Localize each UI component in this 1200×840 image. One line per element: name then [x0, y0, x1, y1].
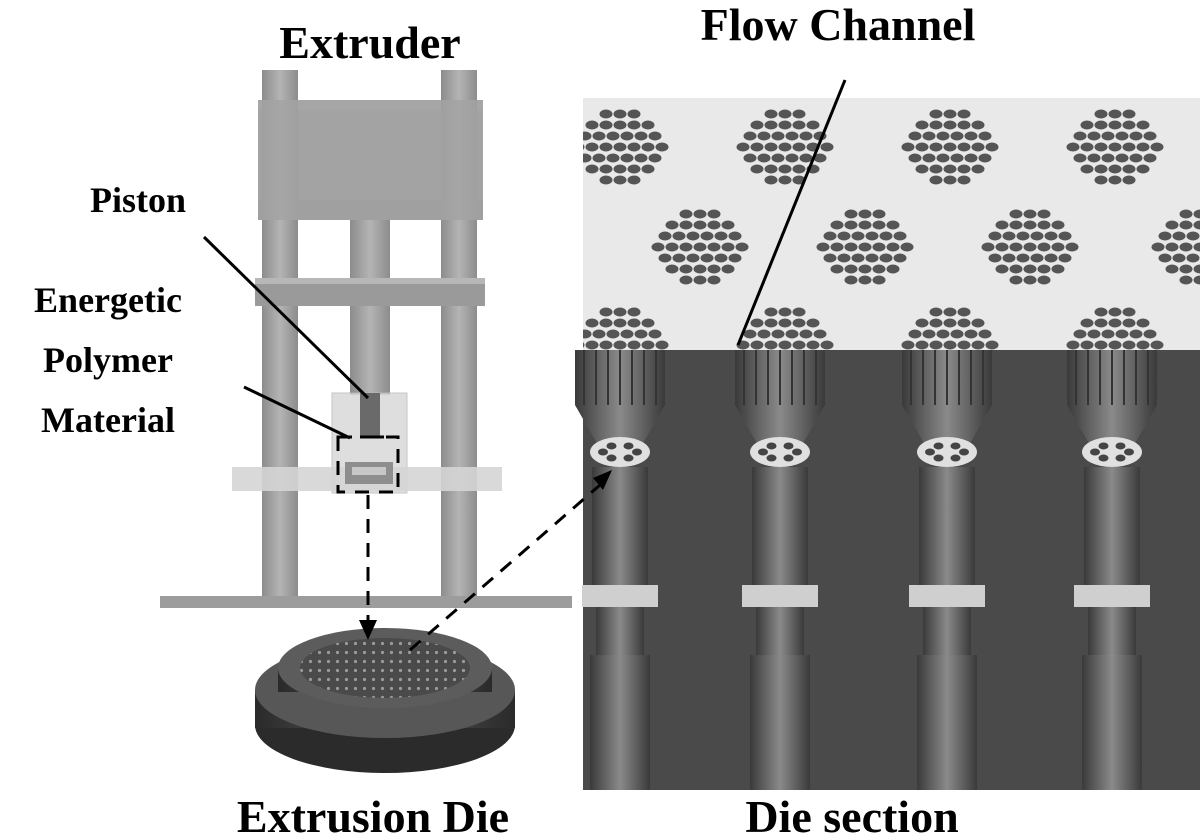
label-die-section: Die section	[745, 791, 958, 840]
die-hole-array	[300, 638, 470, 698]
flow-channel-leader	[736, 79, 847, 346]
label-flow-channel: Flow Channel	[701, 0, 976, 50]
material-leader	[243, 385, 351, 440]
center-ram	[350, 220, 390, 395]
label-piston: Piston	[90, 180, 186, 220]
extrusion-die	[255, 628, 515, 773]
leader-lines	[202, 79, 847, 652]
hole-cluster	[583, 307, 669, 350]
die-down-arrowhead	[359, 620, 377, 640]
base-plate	[160, 596, 572, 608]
die-section-view	[575, 98, 1200, 790]
hole-cluster	[981, 209, 1079, 285]
extruder-frame	[160, 70, 572, 608]
section-arrow-line	[409, 483, 601, 652]
section-arrowhead	[593, 470, 612, 490]
flow-channel	[735, 350, 825, 790]
hole-cluster	[816, 209, 914, 285]
label-material-line3: Material	[41, 400, 175, 440]
label-extruder: Extruder	[279, 17, 460, 68]
hole-cluster	[1066, 307, 1164, 350]
flow-channel	[575, 350, 665, 790]
flow-channel	[902, 350, 992, 790]
hole-cluster	[1151, 209, 1200, 285]
hole-cluster	[651, 209, 749, 285]
hole-cluster	[583, 109, 669, 185]
label-material-line1: Energetic	[34, 280, 182, 320]
detail-box	[336, 435, 400, 494]
label-extrusion-die: Extrusion Die	[237, 791, 509, 840]
flow-channel	[1067, 350, 1157, 790]
piston-leader	[202, 235, 370, 400]
hole-cluster	[1066, 109, 1164, 185]
hole-cluster	[736, 109, 834, 185]
hole-cluster	[736, 307, 834, 350]
hole-cluster	[901, 109, 999, 185]
label-material-line2: Polymer	[43, 340, 173, 380]
hole-cluster	[901, 307, 999, 350]
